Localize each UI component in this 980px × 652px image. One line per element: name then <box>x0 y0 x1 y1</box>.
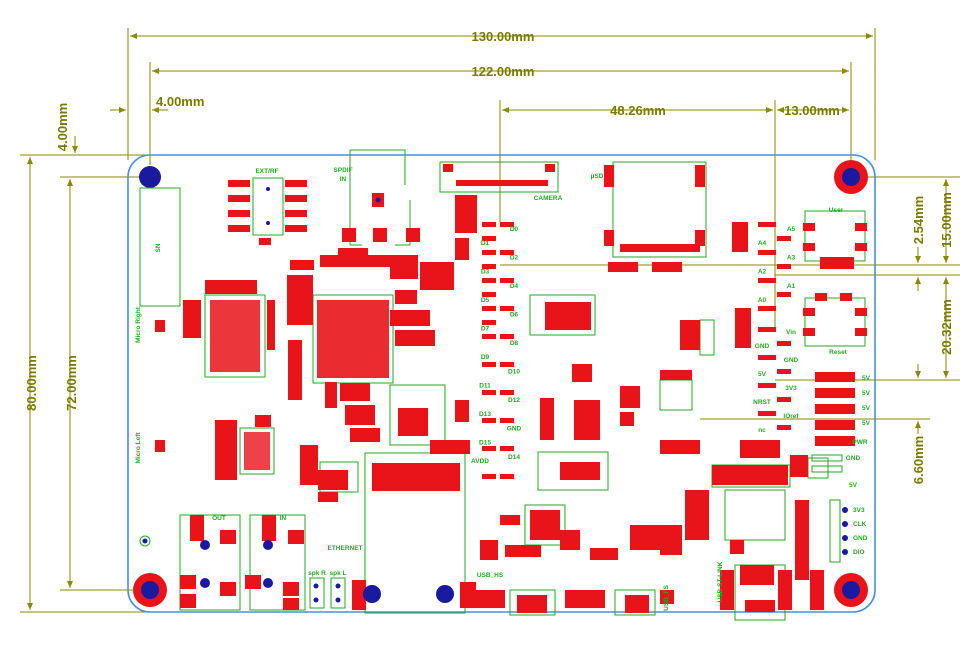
label-gnd-right: GND <box>846 455 861 462</box>
label-usb-stlink: USB ST-LINK <box>717 561 724 602</box>
pin-label-d11: D11 <box>479 383 491 390</box>
pin-label-d10: D10 <box>508 369 520 376</box>
pin-label-a5: A5 <box>787 226 796 233</box>
dim-13: 13.00mm <box>784 103 840 118</box>
label-avdd: AVDD <box>471 458 489 465</box>
pin-label-d9: D9 <box>481 354 490 361</box>
pin-label-d4: D4 <box>510 283 519 290</box>
pin-label-gnd: GND <box>784 357 799 364</box>
label-5v: 5V <box>862 405 871 412</box>
label-usb-fs: USB_FS <box>663 585 670 611</box>
label-clk: CLK <box>853 521 867 528</box>
pin-label-3v3: 3V3 <box>785 385 797 392</box>
bga-grids <box>210 300 428 470</box>
pin-label-a1: A1 <box>787 283 796 290</box>
label-ethernet: ETHERNET <box>327 545 362 552</box>
label-user: User <box>829 207 844 214</box>
label-usb-hs: USB_HS <box>477 572 504 579</box>
label-micro-left: Micro Left <box>135 432 142 464</box>
pin-label-gnd: GND <box>507 426 522 433</box>
pin-label-d13: D13 <box>479 411 491 418</box>
via-holes <box>200 187 848 603</box>
pin-label-d7: D7 <box>481 326 490 333</box>
dim-2032: 20.32mm <box>939 299 954 355</box>
label-spdif-in: IN <box>340 176 347 183</box>
dim-122: 122.00mm <box>472 64 535 79</box>
pin-label-d6: D6 <box>510 312 519 319</box>
label-camera: CAMERA <box>534 195 563 202</box>
label-5v-right: 5V <box>849 482 858 489</box>
pin-label-nc: nc <box>758 427 766 434</box>
dim-4826: 48.26mm <box>610 103 666 118</box>
dim-80: 80.00mm <box>24 355 39 411</box>
header-pin-labels: D1D3D5D7D9D11D13D15D0D2D4D6D8D10D12GNDD1… <box>479 226 799 461</box>
label-5v: 5V <box>862 375 871 382</box>
label-5v: 5V <box>862 390 871 397</box>
label-spdif: SPDIF <box>333 167 352 174</box>
label-usd: µSD <box>591 173 604 180</box>
label-sn: SN <box>155 243 162 252</box>
silkscreen-outlines <box>139 149 866 621</box>
pin-label-nrst: NRST <box>753 399 771 406</box>
label-reset: Reset <box>829 349 848 356</box>
mounting-holes <box>133 160 868 607</box>
dim-4-h: 4.00mm <box>156 94 204 109</box>
label-out: OUT <box>212 515 226 522</box>
pin-label-5v: 5V <box>758 371 767 378</box>
pin-label-a3: A3 <box>787 255 796 262</box>
label-spk-l: spk L <box>330 570 347 577</box>
label-gnd-dio: GND <box>853 535 868 542</box>
dimension-lines <box>20 28 960 613</box>
pin-label-d14: D14 <box>508 454 520 461</box>
dim-660: 6.60mm <box>911 436 926 484</box>
pin-label-a4: A4 <box>758 240 767 247</box>
pin-label-vin: Vin <box>786 329 796 336</box>
dim-15: 15.00mm <box>939 192 954 248</box>
label-5v: 5V <box>862 420 871 427</box>
dim-4-v: 4.00mm <box>55 103 70 151</box>
dim-130: 130.00mm <box>472 29 535 44</box>
label-pwr: PWR <box>852 439 867 446</box>
pin-label-d5: D5 <box>481 297 490 304</box>
copper-pads <box>155 164 867 613</box>
pin-label-ioref: IOref <box>783 413 799 420</box>
label-3v3: 3V3 <box>853 507 865 514</box>
label-in: IN <box>280 515 287 522</box>
pin-label-d2: D2 <box>510 255 519 262</box>
pin-label-d12: D12 <box>508 397 520 404</box>
label-extrf: EXT/RF <box>255 168 278 175</box>
pwr-header <box>811 454 843 473</box>
pin-label-gnd: GND <box>755 343 770 350</box>
pin-label-d1: D1 <box>481 240 490 247</box>
label-dio: DIO <box>853 549 865 556</box>
dim-254: 2.54mm <box>911 196 926 244</box>
pin-label-d3: D3 <box>481 269 490 276</box>
pin-label-d8: D8 <box>510 340 519 347</box>
dim-72: 72.00mm <box>64 355 79 411</box>
five-v-labels: 5V 5V 5V 5V <box>862 375 871 427</box>
pin-label-a0: A0 <box>758 297 767 304</box>
pin-label-a2: A2 <box>758 269 767 276</box>
pin-label-d0: D0 <box>510 226 519 233</box>
board-outline <box>127 154 876 613</box>
pin-label-d15: D15 <box>479 440 491 447</box>
label-micro-right: Micro Right <box>135 306 142 343</box>
label-spk-r: spk R <box>308 570 326 577</box>
